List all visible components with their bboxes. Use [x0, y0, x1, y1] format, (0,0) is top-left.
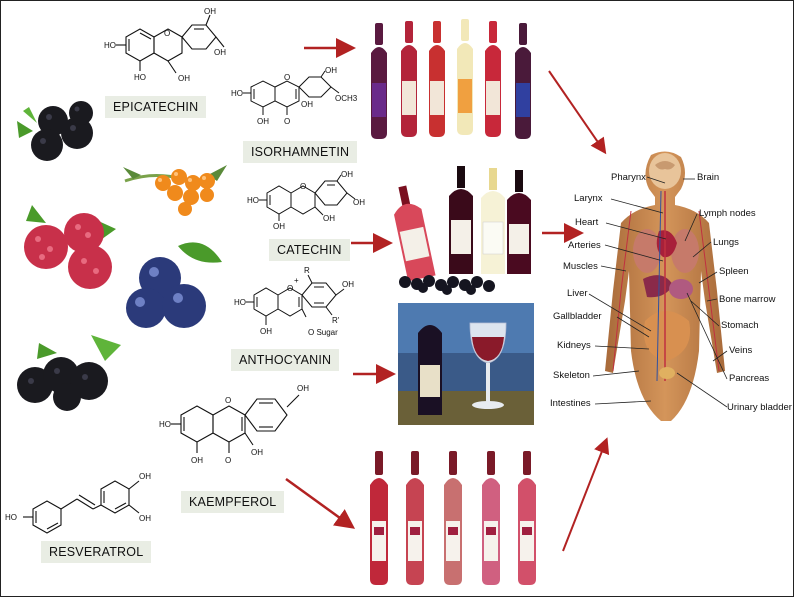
- anthocyanin-structure: HO OH O + R OH R' O Sugar: [234, 266, 354, 337]
- svg-text:HO: HO: [134, 73, 146, 82]
- organ-label-bone-marrow: Bone marrow: [719, 294, 776, 305]
- resveratrol-structure: HO OH OH: [5, 472, 151, 534]
- arrow-wine-to-body-top: [548, 70, 607, 155]
- svg-text:O: O: [284, 117, 290, 126]
- blueberries-image: [126, 242, 222, 328]
- svg-text:O: O: [225, 456, 231, 465]
- organ-label-kidneys: Kidneys: [557, 340, 591, 351]
- organ-label-spleen: Spleen: [719, 266, 749, 277]
- organ-label-stomach: Stomach: [721, 320, 759, 331]
- organ-label-gallbladder: Gallbladder: [553, 311, 602, 322]
- svg-text:HO: HO: [159, 420, 171, 429]
- svg-text:O: O: [287, 284, 293, 293]
- organ-label-arteries: Arteries: [568, 240, 601, 251]
- svg-text:HO: HO: [234, 298, 246, 307]
- svg-text:OH: OH: [342, 280, 354, 289]
- svg-text:OCH3: OCH3: [335, 94, 358, 103]
- svg-text:O: O: [284, 73, 290, 82]
- chem-ho-label: HO: [104, 41, 116, 50]
- isorhamnetin-structure: HO OH O OH OH OCH3 O: [231, 66, 358, 126]
- sea-buckthorn-image: [123, 165, 227, 216]
- catechin-structure: HO OH O OH OH OH: [247, 170, 365, 231]
- svg-text:OH: OH: [260, 327, 272, 336]
- svg-text:OH: OH: [273, 222, 285, 231]
- organ-label-muscles: Muscles: [563, 261, 598, 272]
- resveratrol-label: RESVERATROL: [41, 541, 152, 563]
- svg-text:O: O: [300, 182, 306, 191]
- organ-label-veins: Veins: [729, 345, 753, 356]
- epicatechin-label: EPICATECHIN: [105, 96, 207, 118]
- organ-label-skeleton: Skeleton: [553, 370, 590, 381]
- svg-text:OH: OH: [341, 170, 353, 179]
- svg-text:OH: OH: [191, 456, 203, 465]
- organ-label-urinary-bladder: Urinary bladder: [727, 402, 792, 413]
- svg-text:R': R': [332, 316, 340, 325]
- svg-text:OH: OH: [323, 214, 335, 223]
- svg-text:OH: OH: [325, 66, 337, 75]
- arrow-wine-to-body-bottom: [562, 437, 610, 552]
- svg-text:R: R: [304, 266, 310, 275]
- wine-glass-image: [398, 303, 534, 425]
- svg-text:HO: HO: [5, 513, 17, 522]
- svg-text:O Sugar: O Sugar: [308, 328, 338, 337]
- anthocyanin-label: ANTHOCYANIN: [231, 349, 340, 371]
- svg-text:OH: OH: [139, 514, 151, 523]
- organ-label-liver: Liver: [567, 288, 588, 299]
- svg-text:OH: OH: [297, 384, 309, 393]
- kaempferol-structure: HO OH O O OH OH: [159, 384, 309, 465]
- organ-label-pancreas: Pancreas: [729, 373, 770, 384]
- epicatechin-structure: HO HO O OH OH OH: [104, 7, 226, 83]
- berry-wines-bottles-image: [394, 166, 531, 295]
- organ-label-lungs: Lungs: [713, 237, 739, 248]
- organ-label-lymph-nodes: Lymph nodes: [699, 208, 756, 219]
- svg-text:O: O: [225, 396, 231, 405]
- svg-text:HO: HO: [231, 89, 243, 98]
- svg-text:OH: OH: [257, 117, 269, 126]
- organ-label-pharynx: Pharynx: [611, 172, 646, 183]
- organ-label-intestines: Intestines: [550, 398, 591, 409]
- svg-text:OH: OH: [214, 48, 226, 57]
- organ-label-brain: Brain: [697, 172, 720, 183]
- svg-text:OH: OH: [353, 198, 365, 207]
- svg-text:OH: OH: [178, 74, 190, 83]
- kaempferol-label: KAEMPFEROL: [181, 491, 285, 513]
- blackberries-bunch-image: [17, 335, 121, 411]
- isorhamnetin-label: ISORHAMNETIN: [243, 141, 358, 163]
- svg-text:+: +: [294, 276, 299, 285]
- catechin-label: CATECHIN: [269, 239, 350, 261]
- svg-text:OH: OH: [139, 472, 151, 481]
- fruit-wines-bottles-image: [371, 19, 531, 139]
- raspberries-image: [24, 205, 116, 289]
- svg-text:O: O: [164, 29, 170, 38]
- svg-text:OH: OH: [204, 7, 216, 16]
- svg-text:OH: OH: [301, 100, 313, 109]
- arrow-kaempferol-to-wine: [285, 477, 356, 529]
- organ-label-larynx: Larynx: [574, 193, 603, 204]
- svg-text:HO: HO: [247, 196, 259, 205]
- svg-text:OH: OH: [251, 448, 263, 457]
- organ-label-heart: Heart: [575, 217, 599, 228]
- blackberries-image: [17, 101, 93, 161]
